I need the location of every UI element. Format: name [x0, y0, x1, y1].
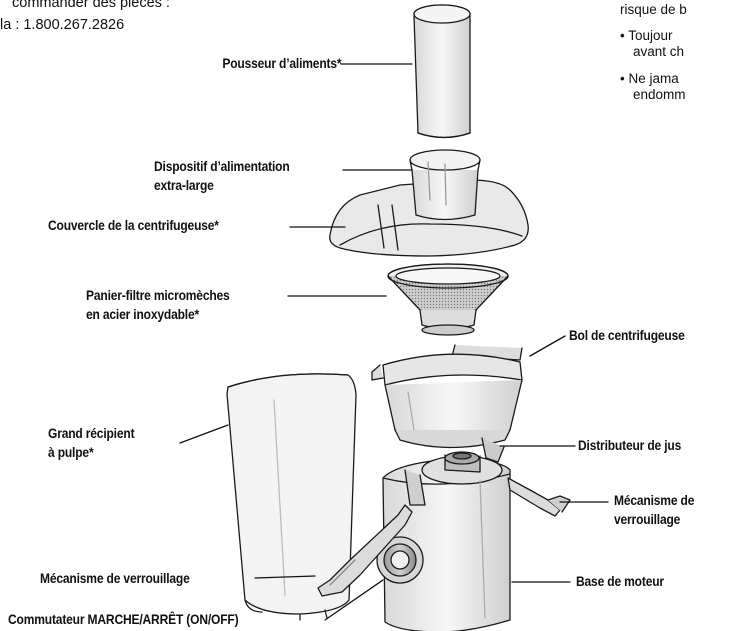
label-juice-spout: Distributeur de jus	[578, 437, 682, 453]
cover-drawing	[329, 149, 529, 257]
label-motor-base: Base de moteur	[576, 573, 664, 589]
label-food-pusher: Pousseur d’aliments*	[221, 55, 341, 71]
safety-note-bullet-2-cont: endomm	[633, 87, 686, 102]
label-lock-left: Mécanisme de verrouillage	[40, 570, 190, 586]
right-locking-arm-drawing	[507, 477, 571, 517]
leader-lines	[179, 63, 609, 621]
pulp-container-drawing	[226, 373, 357, 621]
filter-basket-drawing	[387, 263, 509, 336]
safety-note-bullet-1: • Toujour	[620, 28, 673, 43]
label-lock-right-line1: Mécanisme de	[614, 492, 695, 508]
food-pusher-drawing	[413, 4, 471, 139]
label-pulp-line2: à pulpe*	[48, 444, 94, 460]
left-locking-arm-drawing	[317, 504, 413, 597]
label-bowl: Bol de centrifugeuse	[569, 327, 685, 343]
label-cover: Couvercle de la centrifugeuse*	[48, 217, 219, 233]
label-filter-line2: en acier inoxydable*	[86, 306, 200, 322]
label-feed-tube-line1: Dispositif d’alimentation	[154, 158, 290, 174]
safety-note-bullet-2: • Ne jama	[620, 71, 679, 86]
label-lock-right-line2: verrouillage	[614, 511, 681, 527]
label-feed-tube-line2: extra-large	[154, 177, 214, 193]
label-pulp-line1: Grand récipient	[48, 425, 135, 441]
parts-order-text: commander des pièces :	[12, 0, 170, 11]
safety-note-line: risque de b	[620, 2, 687, 17]
label-filter-line1: Panier-filtre micromèches	[86, 287, 230, 303]
safety-note-bullet-1-cont: avant ch	[633, 44, 685, 59]
juicer-bowl-drawing	[371, 344, 523, 463]
motor-base-drawing	[376, 451, 511, 631]
label-on-off-switch: Commutateur MARCHE/ARRÊT (ON/OFF)	[8, 611, 239, 627]
parts-phone-number: la : 1.800.267.2826	[0, 17, 125, 33]
